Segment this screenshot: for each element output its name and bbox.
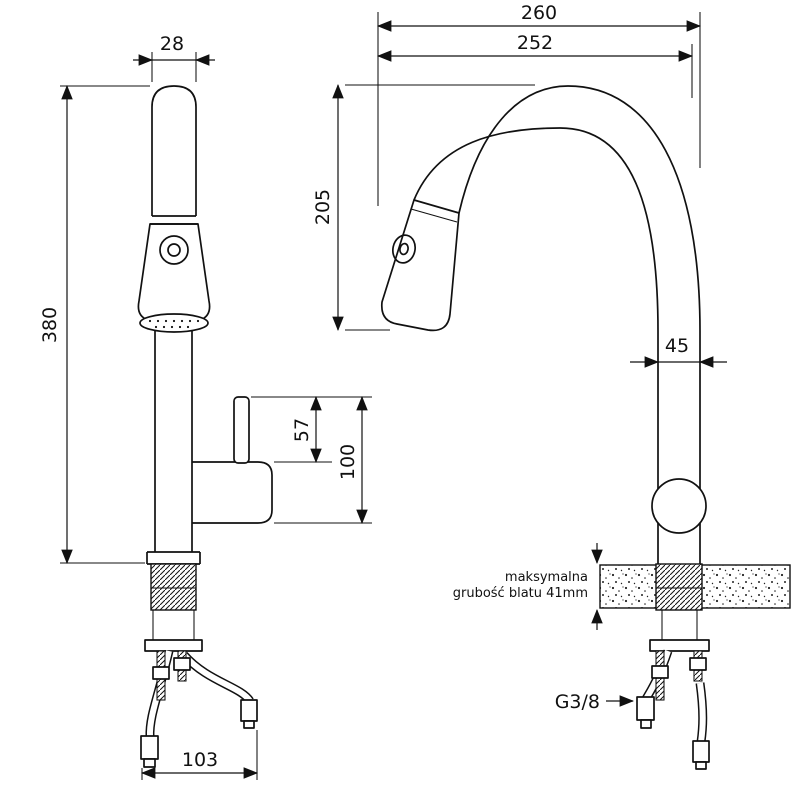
hose-connector-left (140, 735, 159, 760)
hose-connector-g38 (636, 696, 655, 721)
dim-body-width-label: 45 (665, 335, 689, 357)
spray-button-side (392, 234, 416, 264)
gooseneck-outer (458, 85, 701, 332)
body-column (154, 331, 193, 552)
dim-handle: 57 100 (251, 395, 372, 525)
hose-connector-side-right-collar (695, 761, 707, 770)
spray-head-side (380, 199, 460, 332)
countertop-note-line2: grubość blatu 41mm (453, 586, 588, 601)
dim-body-width: 45 (630, 335, 727, 368)
supply-hose-right-core (181, 652, 253, 703)
mounting-bracket (152, 610, 195, 640)
spray-head-ring (150, 215, 198, 225)
stud-side-left-nut (651, 665, 669, 679)
dim-total-reach: 260 (376, 2, 702, 206)
connector-thread-callout: G3/8 (555, 691, 635, 713)
ball-joint (651, 478, 707, 534)
gooseneck-inner (413, 127, 659, 332)
dim-total-height: 380 (39, 84, 150, 565)
dim-arc-height-label: 205 (312, 189, 334, 225)
dim-total-reach-label: 260 (521, 2, 557, 24)
dim-spout-width-label: 28 (160, 33, 184, 55)
supply-hose-side-right-core (697, 682, 706, 743)
dim-total-height-label: 380 (39, 307, 61, 343)
clamp-plate (144, 639, 203, 652)
spray-button-dot (167, 243, 181, 257)
dim-spout-width: 28 (133, 33, 215, 82)
hose-connector-right (240, 699, 258, 722)
aerator-face (139, 313, 209, 333)
spout-cylinder (151, 85, 197, 216)
hose-connector-right-collar (243, 720, 255, 729)
stud-left-nut (152, 666, 170, 680)
hose-connector-g38-collar (640, 719, 652, 729)
clamp-plate-side (649, 639, 710, 652)
dim-spout-reach: 252 (376, 32, 694, 98)
body-side (657, 331, 701, 564)
stud-side-right-nut (689, 657, 707, 671)
dim-handle-height-label: 100 (337, 444, 359, 480)
dim-base-span: 103 (140, 730, 259, 780)
dim-arc-height: 205 (312, 83, 535, 332)
shank-side (655, 563, 703, 611)
hose-connector-side-right (692, 740, 710, 763)
aerator-holes (148, 319, 200, 329)
dim-base-span-label: 103 (182, 749, 218, 771)
front-view: 28 380 57 100 103 (39, 33, 372, 780)
hose-connector-left-collar (143, 758, 156, 768)
handle-joint (192, 461, 273, 524)
dim-spout-reach-label: 252 (517, 32, 553, 54)
connector-thread-label: G3/8 (555, 691, 600, 713)
spray-head-outline (137, 223, 211, 321)
threaded-shank (150, 563, 197, 611)
dim-lever-height-label: 57 (291, 418, 313, 442)
countertop-note-line1: maksymalna (505, 570, 588, 585)
handle-lever (233, 396, 250, 464)
base-flange (146, 551, 201, 565)
stud-right-nut (173, 657, 191, 671)
spray-button-icon (159, 235, 189, 265)
supply-hose-left-core (146, 650, 172, 738)
countertop-thickness-note: maksymalna grubość blatu 41mm (453, 543, 603, 630)
spray-head-ring-side (410, 208, 458, 223)
side-view: 260 252 205 45 maksymalna grubość blatu … (312, 2, 791, 770)
mounting-bracket-side (661, 610, 698, 640)
